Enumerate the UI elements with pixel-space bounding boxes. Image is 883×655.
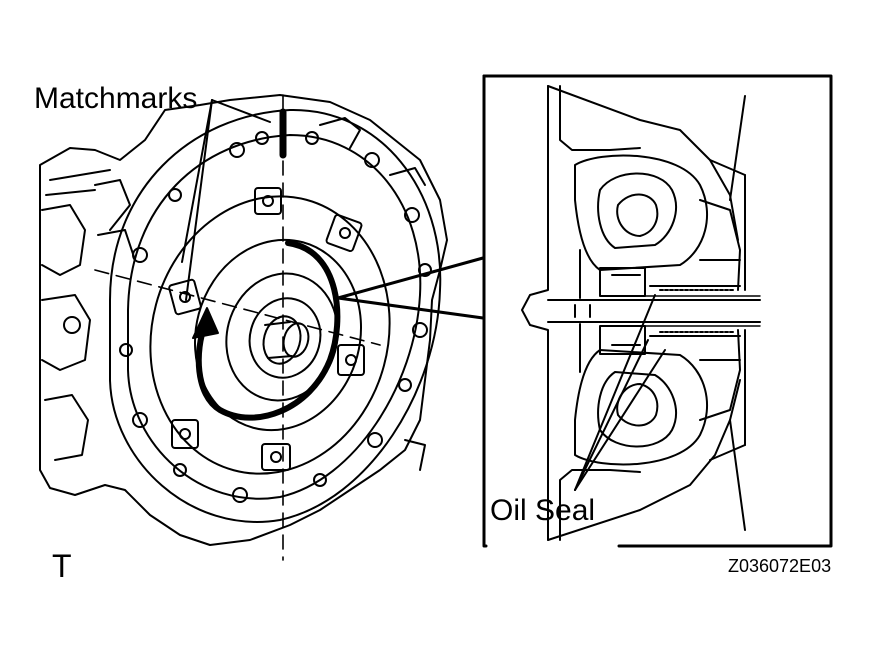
- centerlines: [94, 94, 381, 561]
- bell-housing: [109, 108, 442, 523]
- matchmarks-leader: [181, 99, 271, 301]
- rotation-arrow: [192, 240, 341, 421]
- view-letter: T: [52, 548, 72, 584]
- torque-converter: [149, 187, 391, 475]
- figure-code: Z036072E03: [728, 556, 832, 576]
- matchmarks-label: Matchmarks: [34, 82, 198, 115]
- transmission-case: [39, 94, 448, 546]
- detail-view: [482, 74, 833, 548]
- callout-lines: [336, 256, 485, 320]
- oil-seal-label: Oil Seal: [490, 494, 596, 527]
